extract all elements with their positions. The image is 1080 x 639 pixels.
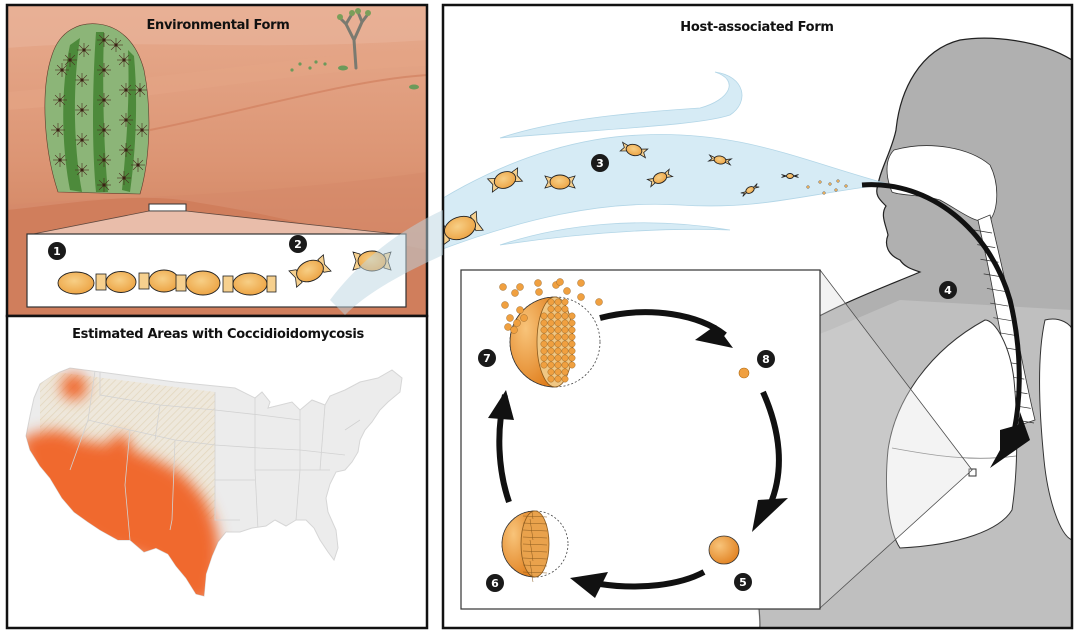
host-form-title: Host-associated Form (680, 20, 833, 35)
step-2-number: 2 (294, 238, 302, 251)
right-lung (1039, 318, 1072, 541)
step-7-badge: 7 (478, 349, 496, 367)
step-7-number: 7 (483, 352, 491, 365)
map-title: Estimated Areas with Coccidioidomycosis (72, 327, 364, 342)
step-1-badge: 1 (48, 242, 66, 260)
step-8-badge: 8 (757, 350, 775, 368)
arthroconidium-icon (619, 141, 649, 159)
step-8-number: 8 (762, 353, 770, 366)
step-4-number: 4 (944, 284, 952, 297)
step-5-badge: 5 (734, 573, 752, 591)
shrubs-icon (290, 60, 419, 90)
air-stream (443, 71, 889, 250)
environmental-form-title: Environmental Form (146, 18, 289, 33)
arthroconidium-icon (740, 183, 760, 197)
zoom-projection-fill (820, 270, 972, 608)
cactus-spines (51, 33, 149, 192)
step-3-number: 3 (596, 157, 604, 170)
young-spherule-icon (708, 535, 740, 565)
zoom-projection-lines (819, 269, 973, 609)
cycle-arrow-5-to-6 (599, 569, 706, 590)
left-lung (886, 319, 1018, 549)
dune-ridge (149, 74, 427, 131)
joshua-tree-icon (337, 8, 371, 70)
step-5-number: 5 (739, 576, 747, 589)
saguaro-cactus-icon (44, 23, 150, 195)
arthroconidium-icon (544, 174, 576, 190)
cycle-arrow-8-to-5 (760, 390, 782, 507)
soil-sample-marker (148, 203, 187, 212)
arthroconidium-icon (288, 254, 332, 288)
arthroconidium-icon (646, 168, 674, 188)
map-panel: Estimated Areas with Coccidioidomycosis (5, 314, 429, 630)
step-6-badge: 6 (486, 574, 504, 592)
host-associated-panel: 3 4 (443, 5, 1072, 628)
rupturing-spherule-icon (499, 278, 603, 388)
arthroconidium-icon (707, 154, 733, 166)
step-2-badge: 2 (289, 235, 307, 253)
host-panel-border (441, 3, 1074, 630)
arthroconidium-icon (486, 167, 524, 193)
environmental-form-panel: 1 2 Environmental Form (7, 5, 427, 316)
state-borders (69, 370, 361, 541)
inhalation-arrow (861, 182, 1022, 441)
endospore-icon (738, 367, 750, 379)
step-4-badge: 4 (939, 281, 957, 299)
cycle-arrowheads (488, 325, 788, 598)
step-1-number: 1 (53, 245, 61, 258)
endospores (499, 278, 603, 383)
cycle-arrows (496, 309, 782, 590)
nasal-cavity (886, 145, 998, 222)
segmented-spherule-icon (501, 510, 569, 583)
inhalation-arrowhead (990, 412, 1030, 468)
step-3-badge: 3 (591, 154, 609, 172)
step-6-number: 6 (491, 577, 499, 590)
arthroconidium-icon (781, 173, 799, 179)
air-stream-overlap (330, 210, 443, 315)
airborne-arthroconidia (443, 141, 848, 246)
